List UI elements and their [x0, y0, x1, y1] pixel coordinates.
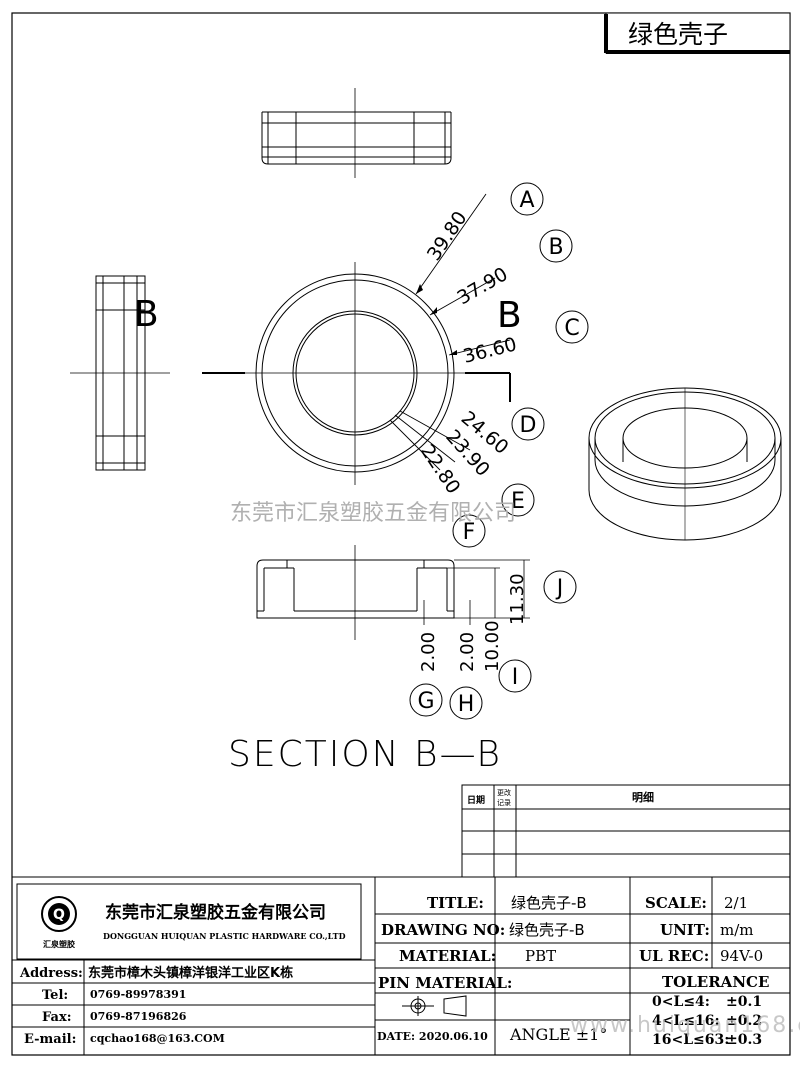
- callout-f-circle: [452, 514, 486, 548]
- material-value: PBT: [525, 947, 556, 965]
- dim-10-00: 10.00: [482, 620, 503, 672]
- company-name-en: DONGGUAN HUIQUAN PLASTIC HARDWARE CO.,LT…: [103, 931, 346, 941]
- callout-d-circle: [511, 407, 545, 441]
- callout-j: J: [555, 576, 564, 601]
- ul-rec-value: 94V-0: [720, 947, 763, 965]
- fax-label: Fax:: [42, 1010, 72, 1025]
- callout-g: G: [417, 689, 434, 714]
- section-letter-right: B: [497, 295, 522, 336]
- tol-3-range: 16<L≤63:: [652, 1032, 729, 1048]
- title-value: 绿色壳子-B: [511, 894, 587, 912]
- callout-i: I: [512, 665, 519, 690]
- projection-symbol-icon: [402, 995, 467, 1017]
- revision-col-date: 日期: [467, 794, 485, 806]
- date-label: DATE: 2020.06.10: [377, 1030, 488, 1043]
- tel-label: Tel:: [42, 988, 68, 1003]
- callout-e: E: [511, 489, 525, 514]
- tol-1-value: ±0.1: [726, 994, 762, 1010]
- callout-h: H: [458, 692, 475, 717]
- callout-a: A: [519, 188, 534, 213]
- tol-2-value: ±0.2: [726, 1013, 762, 1029]
- tol-1-range: 0<L≤4:: [652, 994, 710, 1010]
- tel-value: 0769-89978391: [90, 988, 186, 1001]
- drawing-no-value: 绿色壳子-B: [509, 921, 585, 939]
- scale-label: SCALE:: [645, 894, 707, 912]
- revision-col-change-top: 更改: [497, 788, 511, 797]
- revision-col-change-bottom: 记录: [497, 799, 511, 807]
- section-letter-left: B: [134, 294, 159, 335]
- section-title: SECTION B—B: [228, 734, 502, 775]
- section-bb-view: [256, 545, 455, 640]
- email-label: E-mail:: [24, 1032, 76, 1047]
- callout-a-circle: [510, 182, 544, 216]
- callout-b: B: [548, 235, 563, 260]
- tol-2-range: 4<L≤16:: [652, 1013, 720, 1029]
- left-side-view: [70, 275, 170, 471]
- dim-2-00-a: 2.00: [418, 632, 439, 672]
- ul-rec-label: UL REC:: [639, 947, 709, 965]
- callout-c-circle: [555, 310, 589, 344]
- address-value: 东莞市樟木头镇樟洋银洋工业区K栋: [88, 965, 293, 981]
- callout-i-circle: [498, 659, 532, 693]
- callout-f: F: [463, 520, 476, 545]
- callout-c: C: [564, 316, 579, 341]
- title-block-grid: [11, 876, 791, 1056]
- callout-circles: [409, 182, 589, 720]
- callout-e-circle: [501, 483, 535, 517]
- angle-label: ANGLE ±1°: [509, 1025, 607, 1044]
- fax-value: 0769-87196826: [90, 1010, 187, 1023]
- logo-caption: 汇泉塑胶: [43, 939, 75, 949]
- header-part-name: 绿色壳子: [628, 20, 728, 49]
- company-logo: Q 汇泉塑胶: [41, 896, 77, 949]
- tolerance-label: TOLERANCE: [662, 973, 769, 991]
- unit-label: UNIT:: [660, 921, 710, 939]
- callout-g-circle: [409, 683, 443, 717]
- svg-text:Q: Q: [53, 907, 65, 923]
- watermark-center: 东莞市汇泉塑胶五金有限公司: [230, 501, 516, 526]
- callout-d: D: [520, 413, 537, 438]
- callout-j-circle: [543, 570, 577, 604]
- dim-36-60: 36.60: [461, 333, 519, 368]
- email-value: cqchao168@163.COM: [90, 1032, 225, 1045]
- top-view: [261, 88, 452, 178]
- callout-b-circle: [539, 229, 573, 263]
- revision-table: [461, 784, 791, 878]
- dim-11-30: 11.30: [507, 573, 528, 625]
- diameter-leaders: [389, 193, 511, 471]
- section-cut-line: [202, 372, 511, 402]
- unit-value: m/m: [720, 921, 754, 939]
- revision-col-detail: 明细: [632, 790, 654, 804]
- watermark-corner: www.huiquan168.com: [570, 1013, 800, 1038]
- title-label: TITLE:: [427, 894, 484, 912]
- drawing-no-label: DRAWING NO:: [381, 921, 505, 939]
- scale-value: 2/1: [724, 894, 748, 912]
- tol-3-value: ±0.3: [726, 1032, 762, 1048]
- dim-2-00-b: 2.00: [457, 632, 478, 672]
- section-dimension-lines: [423, 559, 530, 625]
- pin-material-label: PIN MATERIAL:: [378, 974, 512, 992]
- ring-front-view: [245, 262, 465, 485]
- dim-39-80: 39.80: [423, 207, 472, 264]
- address-label: Address:: [19, 966, 83, 981]
- callout-h-circle: [449, 686, 483, 720]
- isometric-view: [588, 387, 782, 541]
- company-name-cn: 东莞市汇泉塑胶五金有限公司: [105, 902, 326, 923]
- material-label: MATERIAL:: [399, 947, 496, 965]
